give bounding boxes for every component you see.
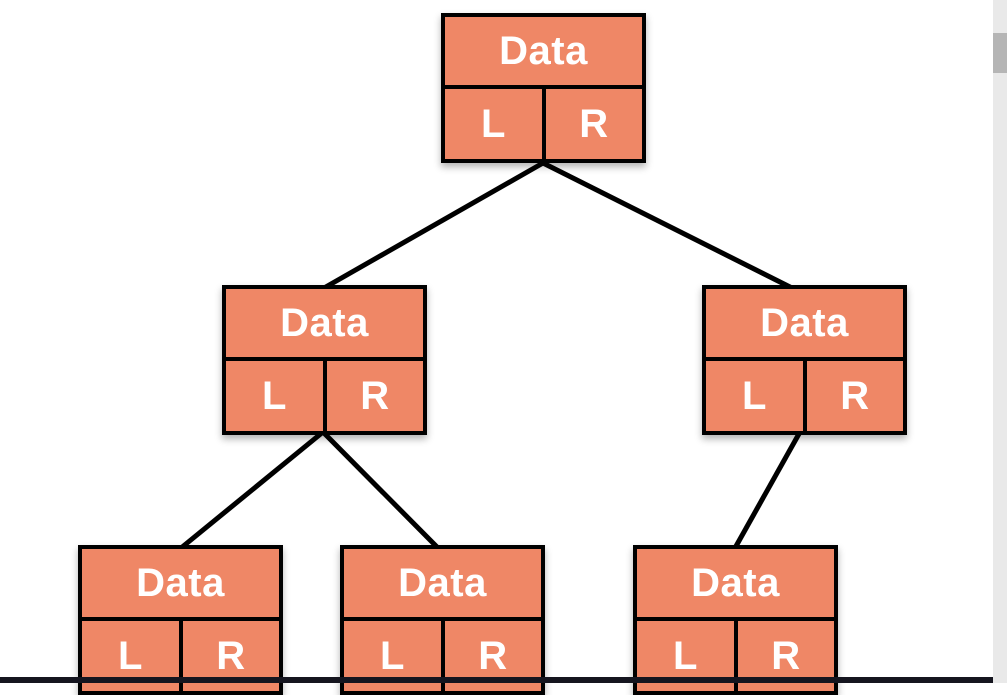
node-right-pointer-cell: R <box>579 101 609 146</box>
edge-left-child-to-bottom-middle <box>321 430 440 550</box>
edge-root-to-right-child <box>541 160 794 291</box>
node-right-pointer-cell: R <box>216 633 246 678</box>
tree-node-root: Data L R <box>441 13 646 163</box>
tree-node-bottom-middle: Data L R <box>340 545 545 695</box>
node-left-pointer-cell: L <box>82 621 183 691</box>
node-right-pointer-cell: R <box>840 373 870 418</box>
node-pointer-row: L R <box>226 361 423 431</box>
tree-node-bottom-left: Data L R <box>78 545 283 695</box>
edge-right-child-to-bottom-right <box>732 430 803 550</box>
node-left-pointer-cell: L <box>706 361 807 431</box>
node-right-pointer-cell: R <box>360 373 390 418</box>
edge-left-child-to-bottom-left <box>179 430 325 550</box>
scrollbar-track[interactable] <box>993 0 1007 683</box>
node-left-pointer-cell: L <box>445 89 546 159</box>
node-data-cell: Data <box>706 289 903 361</box>
node-data-cell: Data <box>637 549 834 621</box>
tree-node-right-child: Data L R <box>702 285 907 435</box>
tree-node-left-child: Data L R <box>222 285 427 435</box>
window-bottom-border <box>0 677 993 683</box>
node-data-cell: Data <box>82 549 279 621</box>
node-pointer-row: L R <box>637 621 834 691</box>
tree-node-bottom-right: Data L R <box>633 545 838 695</box>
node-data-cell: Data <box>226 289 423 361</box>
node-pointer-row: L R <box>445 89 642 159</box>
node-right-pointer-cell: R <box>478 633 508 678</box>
node-pointer-row: L R <box>706 361 903 431</box>
edge-root-to-left-child <box>322 160 545 291</box>
node-pointer-row: L R <box>344 621 541 691</box>
node-data-cell: Data <box>344 549 541 621</box>
node-pointer-row: L R <box>82 621 279 691</box>
scrollbar-thumb[interactable] <box>993 33 1007 73</box>
node-left-pointer-cell: L <box>344 621 445 691</box>
node-left-pointer-cell: L <box>637 621 738 691</box>
node-right-pointer-cell: R <box>771 633 801 678</box>
node-data-cell: Data <box>445 17 642 89</box>
node-left-pointer-cell: L <box>226 361 327 431</box>
